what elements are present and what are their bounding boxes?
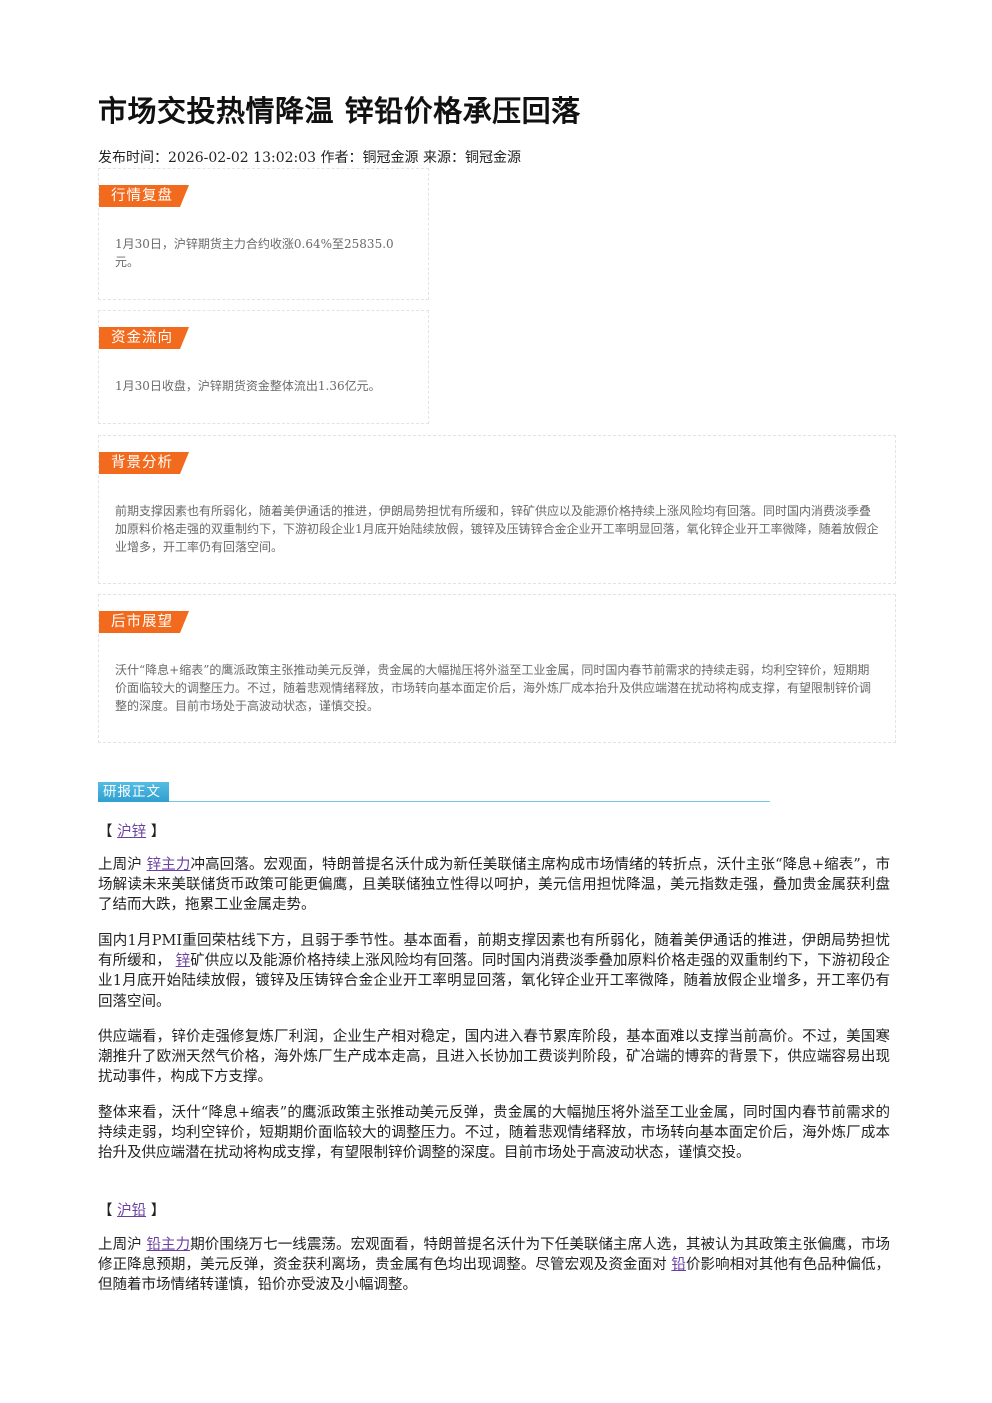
summary-text: 沃什“降息+缩表”的鹰派政策主张推动美元反弹，贵金属的大幅抛压将外溢至工业金属，…: [115, 663, 872, 713]
lead-heading: 【 沪铅 】: [98, 1199, 165, 1220]
report-section-tag: 研报正文: [98, 782, 169, 802]
page-title: 市场交投热情降温 锌铅价格承压回落: [98, 94, 581, 128]
zinc-paragraph-4: 整体来看，沃什“降息+缩表”的鹰派政策主张推动美元反弹，贵金属的大幅抛压将外溢至…: [98, 1105, 890, 1162]
summary-text: 1月30日，沪锌期货主力合约收涨0.64%至25835.0元。: [115, 237, 394, 269]
lead-inline-link[interactable]: 铅: [671, 1257, 686, 1274]
zinc-paragraph-3: 供应端看，锌价走强修复炼厂利润，企业生产相对稳定，国内进入春节累库阶段，基本面难…: [98, 1029, 890, 1086]
text: 上周沪: [98, 857, 142, 873]
zinc-link[interactable]: 沪锌: [117, 824, 147, 840]
zinc-main-link[interactable]: 锌主力: [146, 857, 191, 873]
lead-main-link[interactable]: 铅主力: [146, 1237, 191, 1253]
text: 价影响相对其他有色品种偏低，但随着市场情绪转谨慎，铅价亦受波及小幅调整。: [98, 1257, 891, 1294]
zinc-paragraph-1: 上周沪 锌主力冲高回落。宏观面，特朗普提名沃什成为新任美联储主席构成市场情绪的转…: [98, 855, 890, 916]
section-tag: 行情复盘: [99, 185, 189, 207]
zinc-paragraph-2: 国内1月PMI重回荣枯线下方，且弱于季节性。基本面看，前期支撑因素也有所弱化，随…: [98, 931, 890, 1012]
bracket-close: 】: [150, 824, 166, 840]
zinc-inline-link[interactable]: 锌: [175, 953, 191, 970]
text: 期价围绕万七一线震荡。宏观面看，特朗普提名沃什为下任美联储主席人选，其被认为其政…: [98, 1237, 891, 1274]
text: 冲高回落。宏观面，特朗普提名沃什成为新任美联储主席构成市场情绪的转折点，沃什主张…: [98, 857, 891, 914]
summary-box-fund-flow: 资金流向 1月30日收盘，沪锌期货资金整体流出1.36亿元。: [98, 310, 429, 424]
section-divider: [98, 801, 770, 802]
lead-paragraph-1: 上周沪 铅主力期价围绕万七一线震荡。宏观面看，特朗普提名沃什为下任美联储主席人选…: [98, 1235, 890, 1296]
lead-link[interactable]: 沪铅: [117, 1203, 147, 1219]
section-tag: 资金流向: [99, 327, 189, 349]
section-tag: 背景分析: [99, 452, 189, 474]
report-section-header: 研报正文: [98, 782, 770, 804]
text: 上周沪: [98, 1237, 142, 1253]
summary-box-background: 背景分析 前期支撑因素也有所弱化，随着美伊通话的推进，伊朗局势担忧有所缓和，锌矿…: [98, 435, 896, 584]
article-meta: 发布时间：2026-02-02 13:02:03 作者：铜冠金源 来源：铜冠金源: [98, 150, 521, 166]
summary-text: 1月30日收盘，沪锌期货资金整体流出1.36亿元。: [115, 379, 381, 393]
summary-box-outlook: 后市展望 沃什“降息+缩表”的鹰派政策主张推动美元反弹，贵金属的大幅抛压将外溢至…: [98, 594, 896, 743]
text: 矿供应以及能源价格持续上涨风险均有回落。同时国内消费淡季叠加原料价格走强的双重制…: [98, 953, 891, 1010]
summary-box-review: 行情复盘 1月30日，沪锌期货主力合约收涨0.64%至25835.0元。: [98, 168, 429, 300]
section-tag: 后市展望: [99, 611, 189, 633]
summary-text: 前期支撑因素也有所弱化，随着美伊通话的推进，伊朗局势担忧有所缓和，锌矿供应以及能…: [115, 504, 879, 554]
bracket-open: 【: [98, 824, 113, 840]
zinc-heading: 【 沪锌 】: [98, 820, 165, 841]
bracket-open: 【: [98, 1203, 113, 1219]
text: 国内1月PMI重回荣枯线下方，且弱于季节性。基本面看，前期支撑因素也有所弱化，随…: [98, 933, 890, 970]
bracket-close: 】: [150, 1203, 166, 1219]
